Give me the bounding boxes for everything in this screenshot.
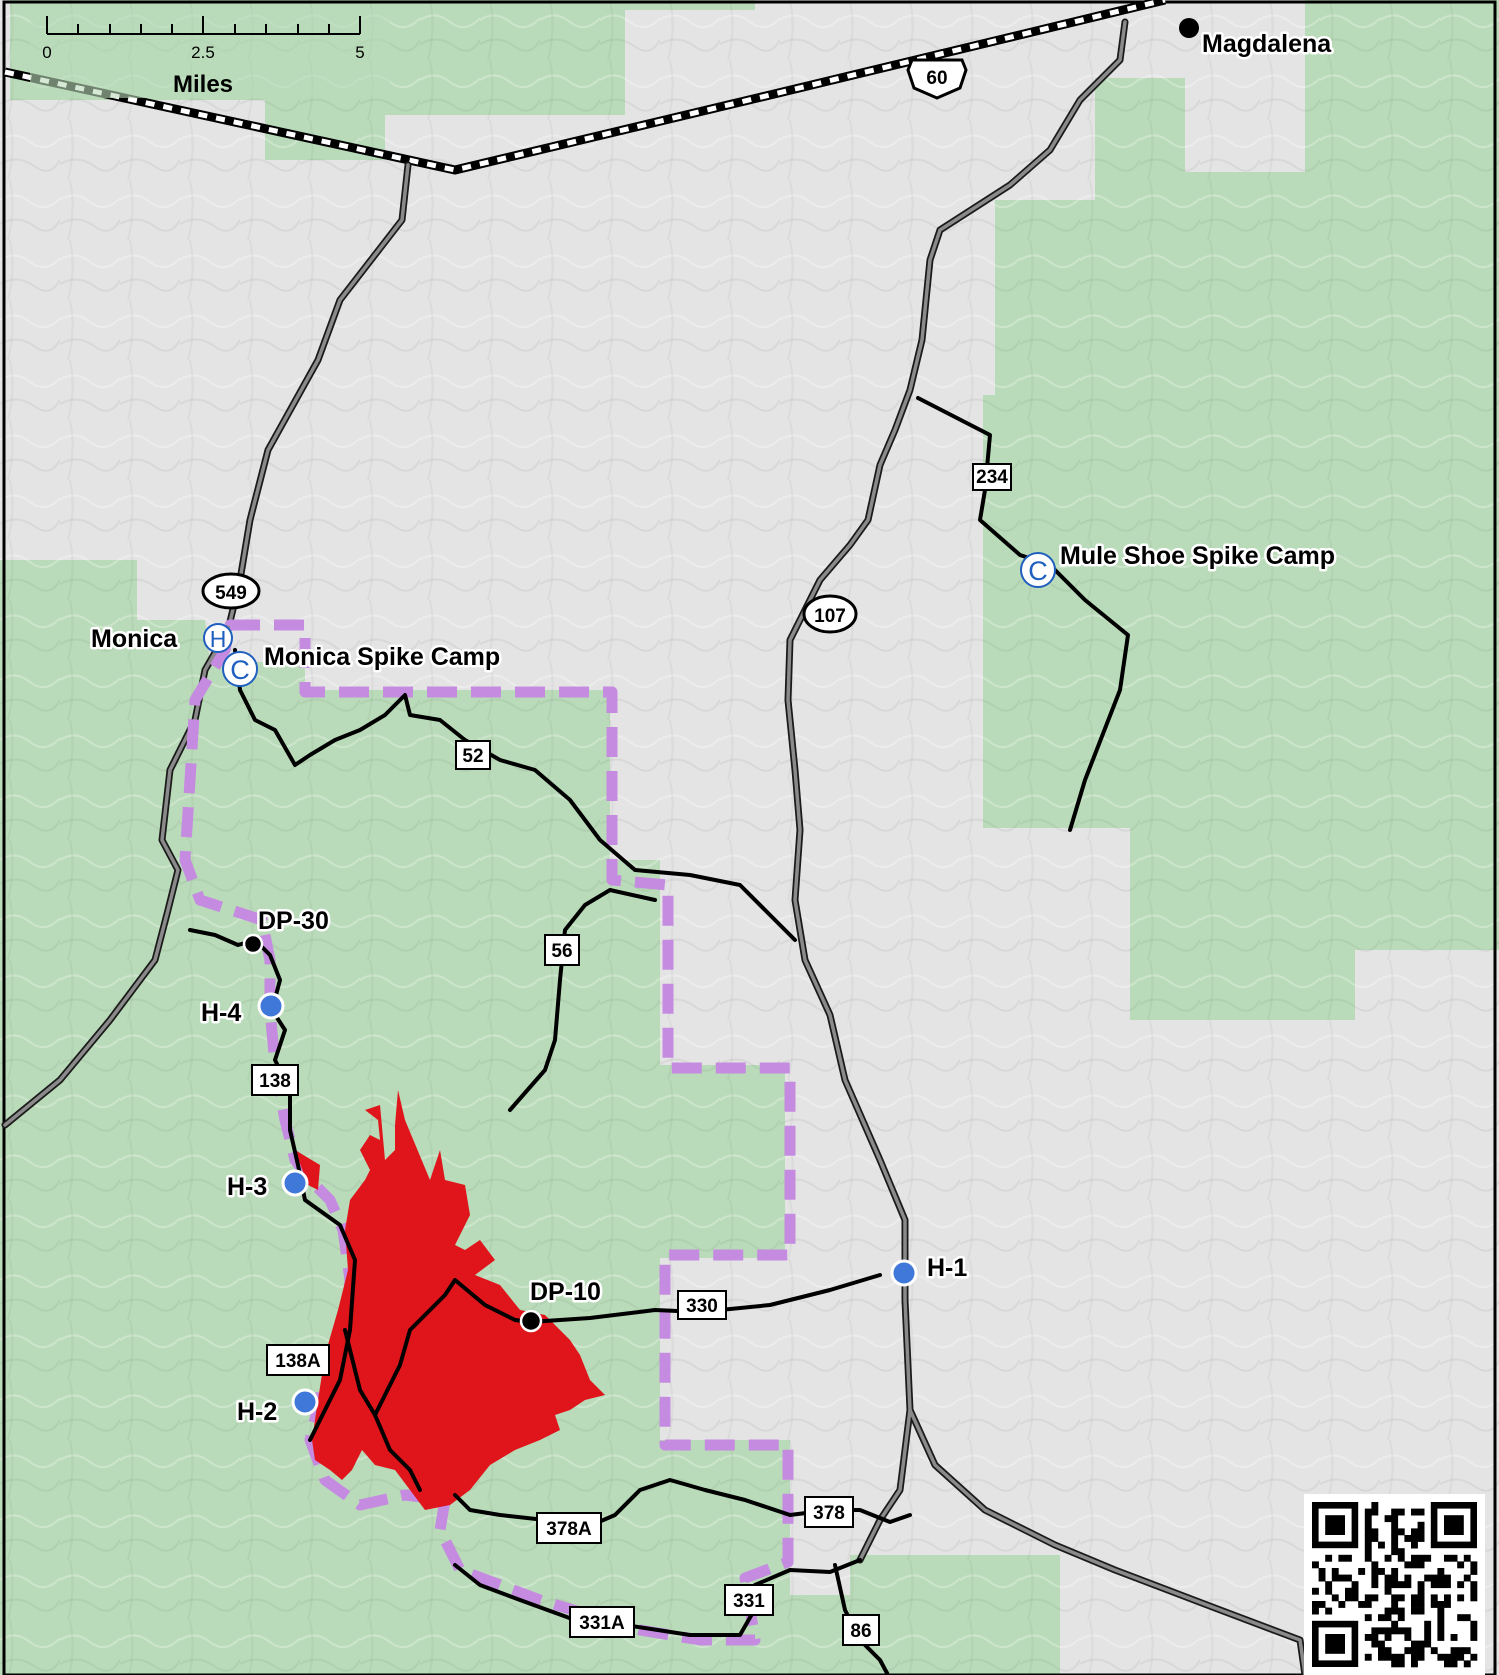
helibase-icon xyxy=(203,623,233,653)
helispot-h2: H-2 xyxy=(235,1388,319,1429)
railroad xyxy=(4,0,1167,175)
road-number-labels: 234 52 56 138 138A 330 378 378A 331 331A… xyxy=(251,463,1012,1646)
spike-camp-symbol: C xyxy=(1028,556,1048,586)
helispot-icon xyxy=(291,1388,319,1416)
road-label-86: 86 xyxy=(850,1621,871,1642)
road-label-330: 330 xyxy=(686,1296,718,1317)
place-monica-spike-camp: C Monica Spike Camp xyxy=(222,641,503,687)
spike-camp-icon xyxy=(1020,552,1056,588)
helispot-h1: H-1 xyxy=(890,1252,970,1287)
shield-us60: 60 xyxy=(906,58,968,100)
shield-nm107: 107 xyxy=(802,594,858,634)
place-label-magdalena: Magdalena xyxy=(1202,30,1332,58)
place-label-monica-spike-camp: Monica Spike Camp xyxy=(264,643,500,671)
road-52 xyxy=(238,688,797,942)
place-monica: Monica H xyxy=(89,623,233,656)
point-label-dp30: DP-30 xyxy=(258,907,329,935)
helibase-symbol: H xyxy=(210,626,227,652)
spike-camp-symbol: C xyxy=(230,655,250,685)
road-138A xyxy=(343,1328,422,1492)
road-label-234: 234 xyxy=(976,467,1008,488)
road-label-138a: 138A xyxy=(275,1351,321,1372)
fire-finger-north xyxy=(295,1150,320,1190)
place-magdalena: Magdalena xyxy=(1179,18,1335,61)
place-mule-shoe-spike-camp: C Mule Shoe Spike Camp xyxy=(1020,540,1338,588)
scale-tick-2-5: 2.5 xyxy=(191,43,215,62)
scale-tick-0: 0 xyxy=(42,43,51,62)
qr-code-icon[interactable] xyxy=(1304,1494,1485,1675)
shield-nm107-label: 107 xyxy=(814,606,846,627)
scale-bar-bg xyxy=(30,8,390,98)
point-label-h1: H-1 xyxy=(927,1254,967,1282)
road-label-138: 138 xyxy=(259,1071,291,1092)
helispot-icon xyxy=(281,1169,309,1197)
road-331A xyxy=(453,1558,862,1637)
point-label-h2: H-2 xyxy=(237,1398,277,1426)
shield-nm549-label: 549 xyxy=(215,583,247,604)
shield-us60-label: 60 xyxy=(926,68,947,89)
road-label-52: 52 xyxy=(462,746,483,767)
road-label-378: 378 xyxy=(813,1503,845,1524)
road-label-331a: 331A xyxy=(579,1613,625,1634)
fire-perimeter xyxy=(312,1090,605,1510)
road-label-331: 331 xyxy=(733,1591,765,1612)
helispot-h3: H-3 xyxy=(225,1169,309,1204)
place-label-mule-shoe-spike-camp: Mule Shoe Spike Camp xyxy=(1060,542,1335,570)
scale-unit: Miles xyxy=(173,71,233,98)
helispot-icon xyxy=(890,1259,918,1287)
point-label-h4: H-4 xyxy=(201,999,241,1027)
helispot-icon xyxy=(257,992,285,1020)
town-dot-icon xyxy=(1179,18,1199,38)
drop-point-icon xyxy=(519,1309,543,1333)
drop-point-dp30: DP-30 xyxy=(242,905,331,955)
drop-point-icon xyxy=(242,933,264,955)
scale-bar: 0 2.5 5 Miles xyxy=(30,8,390,98)
shield-nm549: 549 xyxy=(201,572,261,610)
point-label-dp10: DP-10 xyxy=(530,1278,601,1306)
spike-camp-icon xyxy=(222,651,258,687)
scale-tick-5: 5 xyxy=(355,43,364,62)
place-label-monica: Monica xyxy=(91,625,178,653)
helispot-h4: H-4 xyxy=(199,992,285,1030)
road-label-56: 56 xyxy=(551,941,572,962)
point-label-h3: H-3 xyxy=(227,1173,267,1201)
drop-point-dp10: DP-10 xyxy=(519,1276,603,1333)
road-label-378a: 378A xyxy=(546,1519,592,1540)
